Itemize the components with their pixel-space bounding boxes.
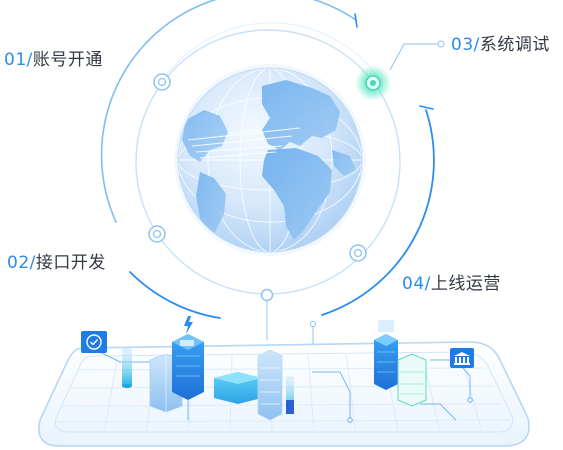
step-title: 账号开通 bbox=[32, 50, 103, 70]
ring-nodes bbox=[148, 40, 445, 371]
node-step-01 bbox=[153, 73, 171, 91]
step-number: 04/ bbox=[402, 274, 431, 294]
orbit-rings bbox=[100, 0, 435, 319]
building-light-center bbox=[257, 349, 283, 421]
step-title: 接口开发 bbox=[35, 253, 106, 273]
buildings bbox=[122, 316, 427, 421]
shield-check-icon bbox=[81, 331, 107, 353]
building-main-tower bbox=[172, 334, 204, 400]
bank-icon bbox=[450, 348, 474, 368]
step-label-02: 02/接口开发 bbox=[7, 253, 106, 273]
step-label-04: 04/上线运营 bbox=[402, 274, 501, 294]
building-right-light bbox=[397, 353, 427, 407]
step-label-03: 03/系统调试 bbox=[451, 35, 550, 55]
step-number: 03/ bbox=[451, 35, 480, 55]
node-step-03-active bbox=[355, 65, 391, 101]
node-step-04 bbox=[349, 244, 367, 262]
step-number: 01/ bbox=[4, 50, 33, 70]
cylinder-tower-left bbox=[122, 348, 132, 388]
building-cyan-low bbox=[214, 372, 262, 404]
lightning-icon bbox=[184, 316, 193, 334]
step-title: 上线运营 bbox=[430, 274, 501, 294]
building-right-tower bbox=[374, 320, 398, 390]
step-title: 系统调试 bbox=[479, 35, 550, 55]
globe bbox=[174, 64, 366, 256]
step-label-01: 01/账号开通 bbox=[4, 50, 103, 70]
cylinder-small bbox=[286, 376, 294, 414]
node-step-02 bbox=[148, 225, 166, 243]
step-number: 02/ bbox=[7, 253, 36, 273]
